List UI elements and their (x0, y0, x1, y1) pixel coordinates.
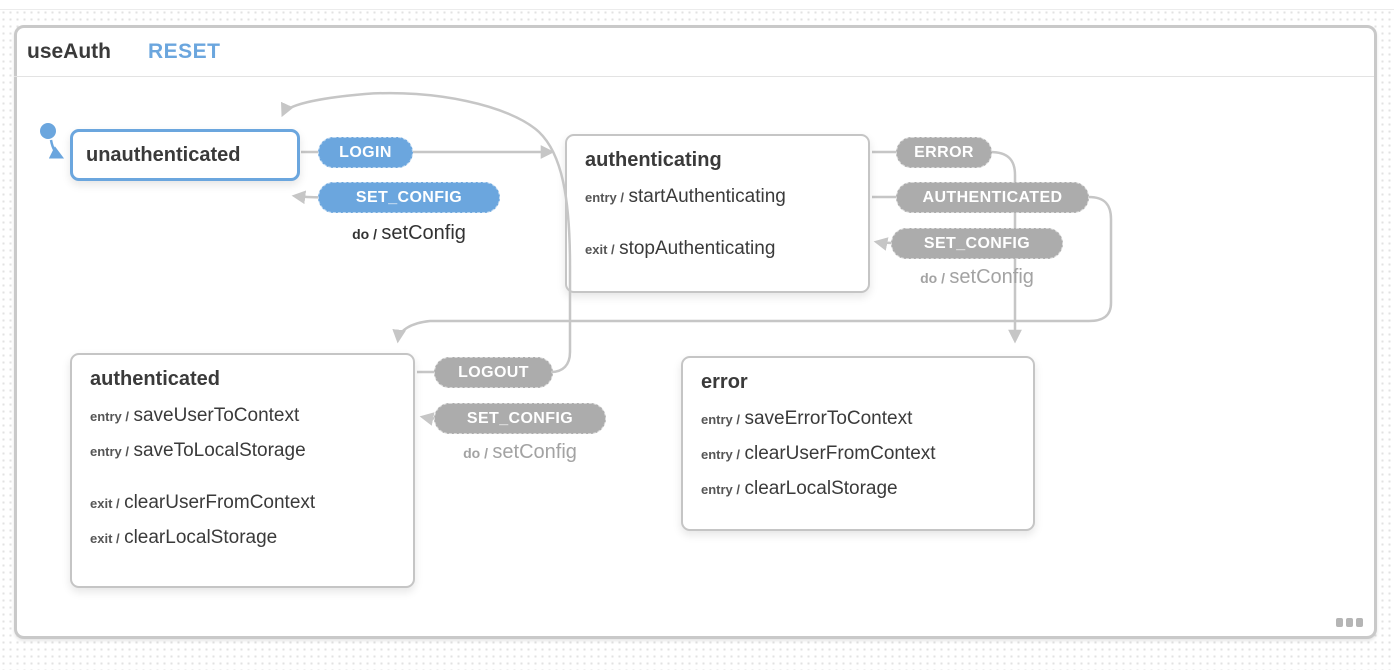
entry-action: entry / saveErrorToContext (701, 408, 913, 429)
page-top-strip (0, 0, 1394, 10)
state-error[interactable]: error entry / saveErrorToContext entry /… (681, 356, 1035, 531)
exit-action: exit / stopAuthenticating (585, 238, 776, 259)
event-pill-login[interactable]: LOGIN (318, 137, 413, 168)
exit-action: exit / clearLocalStorage (90, 527, 278, 548)
entry-action: entry / clearUserFromContext (701, 443, 936, 464)
entry-action: entry / saveUserToContext (90, 405, 300, 426)
state-authenticated[interactable]: authenticated entry / saveUserToContext … (70, 353, 415, 588)
state-authenticating[interactable]: authenticating entry / startAuthenticati… (565, 134, 870, 293)
reset-event-button[interactable]: RESET (148, 40, 221, 63)
event-pill-logout[interactable]: LOGOUT (434, 357, 553, 388)
overflow-menu-icon[interactable] (1336, 618, 1363, 627)
state-title: authenticating (585, 149, 722, 171)
do-action-set-config-authenticated: do / setConfig (463, 441, 577, 463)
do-action-set-config-authenticating: do / setConfig (920, 266, 1034, 288)
entry-action: entry / saveToLocalStorage (90, 440, 306, 461)
event-pill-authenticated[interactable]: AUTHENTICATED (896, 182, 1089, 213)
exit-action: exit / clearUserFromContext (90, 492, 316, 513)
machine-title: useAuth (27, 40, 111, 63)
event-pill-set-config-authenticating[interactable]: SET_CONFIG (891, 228, 1063, 259)
state-unauthenticated[interactable]: unauthenticated (70, 129, 300, 181)
event-pill-set-config-unauthenticated[interactable]: SET_CONFIG (318, 182, 500, 213)
do-action-set-config-unauthenticated: do / setConfig (352, 222, 466, 244)
entry-action: entry / clearLocalStorage (701, 478, 898, 499)
event-pill-set-config-authenticated[interactable]: SET_CONFIG (434, 403, 606, 434)
machine-header: useAuth RESET (14, 28, 1374, 77)
state-title: error (701, 371, 748, 393)
state-title: authenticated (90, 368, 221, 390)
state-title: unauthenticated (86, 144, 241, 166)
event-pill-error[interactable]: ERROR (896, 137, 992, 168)
entry-action: entry / startAuthenticating (585, 186, 786, 207)
